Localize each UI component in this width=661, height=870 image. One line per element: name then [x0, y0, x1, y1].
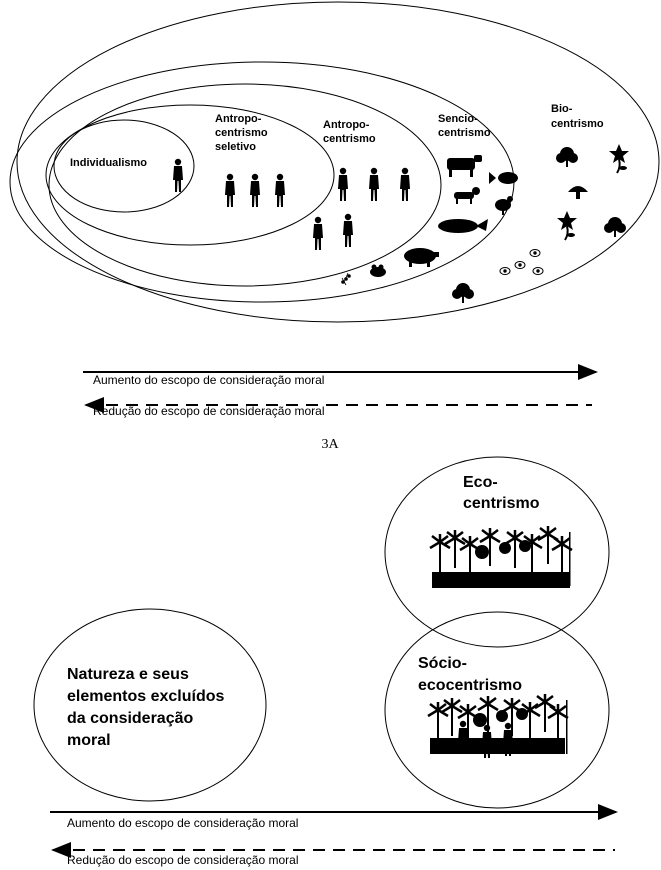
label-antropocentrismo-1: Antropo-: [323, 119, 370, 131]
ellipse-senciocentrismo: [9, 61, 515, 303]
cow-icon: [447, 155, 482, 177]
cells-icon: [499, 249, 544, 275]
forest-icon: [428, 524, 574, 588]
human-icon: [400, 167, 410, 201]
tree-icon: [604, 217, 626, 237]
pig-icon: [404, 248, 439, 267]
label-biocentrismo-2: centrismo: [551, 118, 604, 130]
arrow-decrease-label: Redução do escopo de consideração moral: [93, 404, 324, 418]
ellipse-individualismo: [53, 119, 195, 213]
label-natureza-3: da consideração: [67, 710, 194, 727]
human-icon: [225, 173, 235, 207]
label-senciocentrismo-2: centrismo: [438, 127, 491, 139]
frog-icon: [370, 264, 386, 277]
label-senciocentrismo-1: Sencio-: [438, 113, 478, 125]
human-icon: [173, 158, 183, 192]
diagram-3a: Individualismo Antropo- centrismo seleti…: [9, 1, 660, 452]
dog-icon: [454, 187, 480, 204]
diagram-3b: Eco- centrismo Sócio- ecocentrismo Natur…: [33, 456, 618, 867]
circle-ecocentrismo: [384, 456, 610, 648]
tree-icon: [556, 147, 578, 167]
label-antropocentrismo-seletivo-3: seletivo: [215, 141, 256, 153]
ant-icon: [341, 272, 351, 286]
human-icon: [343, 213, 353, 247]
label-antropocentrismo-seletivo-1: Antropo-: [215, 113, 262, 125]
forest-people-icon: [426, 692, 570, 758]
label-ecocentrismo-1: Eco-: [463, 474, 498, 491]
label-ecocentrismo-2: centrismo: [463, 495, 540, 512]
human-icon: [313, 216, 323, 250]
flower-icon: [556, 210, 578, 241]
label-antropocentrismo-2: centrismo: [323, 133, 376, 145]
caption-3a: 3A: [321, 437, 339, 452]
mushroom-icon: [568, 186, 588, 199]
human-icon: [369, 167, 379, 201]
label-individualismo: Individualismo: [70, 157, 147, 169]
label-antropocentrismo-seletivo-2: centrismo: [215, 127, 268, 139]
circle-socioecocentrismo: [384, 611, 610, 809]
fish-icon: [489, 172, 518, 184]
label-biocentrismo-1: Bio-: [551, 103, 573, 115]
human-icon: [275, 173, 285, 207]
whale-icon: [438, 219, 488, 233]
label-natureza-2: elementos excluídos: [67, 688, 224, 705]
flower-icon: [608, 143, 630, 174]
human-icon: [250, 173, 260, 207]
label-socioecocentrismo-1: Sócio-: [418, 655, 467, 672]
human-icon: [338, 167, 348, 201]
ellipse-biocentrismo: [16, 1, 660, 323]
bird-icon: [495, 196, 513, 215]
label-natureza-1: Natureza e seus: [67, 666, 189, 683]
arrow-increase-label: Aumento do escopo de consideração moral: [93, 373, 324, 387]
ellipse-antropocentrismo-seletivo: [45, 104, 335, 246]
label-natureza-4: moral: [67, 732, 111, 749]
label-socioecocentrismo-2: ecocentrismo: [418, 677, 522, 694]
ellipse-antropocentrismo: [48, 83, 442, 287]
tree-icon: [452, 283, 474, 303]
circle-natureza-excluida: [33, 608, 267, 802]
arrow-decrease-b-label: Redução do escopo de consideração moral: [67, 853, 298, 867]
arrow-increase-b-label: Aumento do escopo de consideração moral: [67, 816, 298, 830]
